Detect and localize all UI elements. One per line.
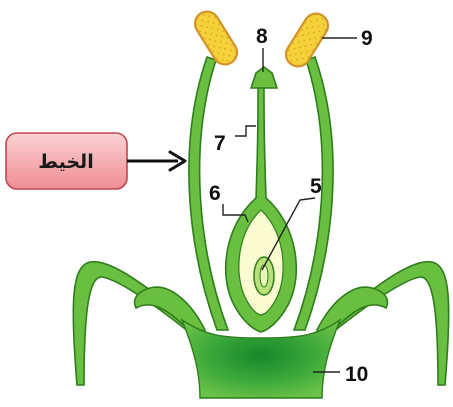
callout-label: الخيط <box>38 151 93 173</box>
leader-line-7 <box>235 126 256 136</box>
callout-filament: الخيط <box>6 133 185 189</box>
label-9: 9 <box>361 27 373 50</box>
anther-left <box>190 7 241 69</box>
pistil <box>226 67 297 332</box>
label-8: 8 <box>256 25 268 48</box>
label-7: 7 <box>214 132 226 155</box>
label-6: 6 <box>209 182 221 205</box>
ovule-inner <box>260 265 268 287</box>
anther-right <box>281 9 332 71</box>
stigma <box>251 67 277 88</box>
label-10: 10 <box>345 363 368 386</box>
label-5: 5 <box>310 175 322 198</box>
